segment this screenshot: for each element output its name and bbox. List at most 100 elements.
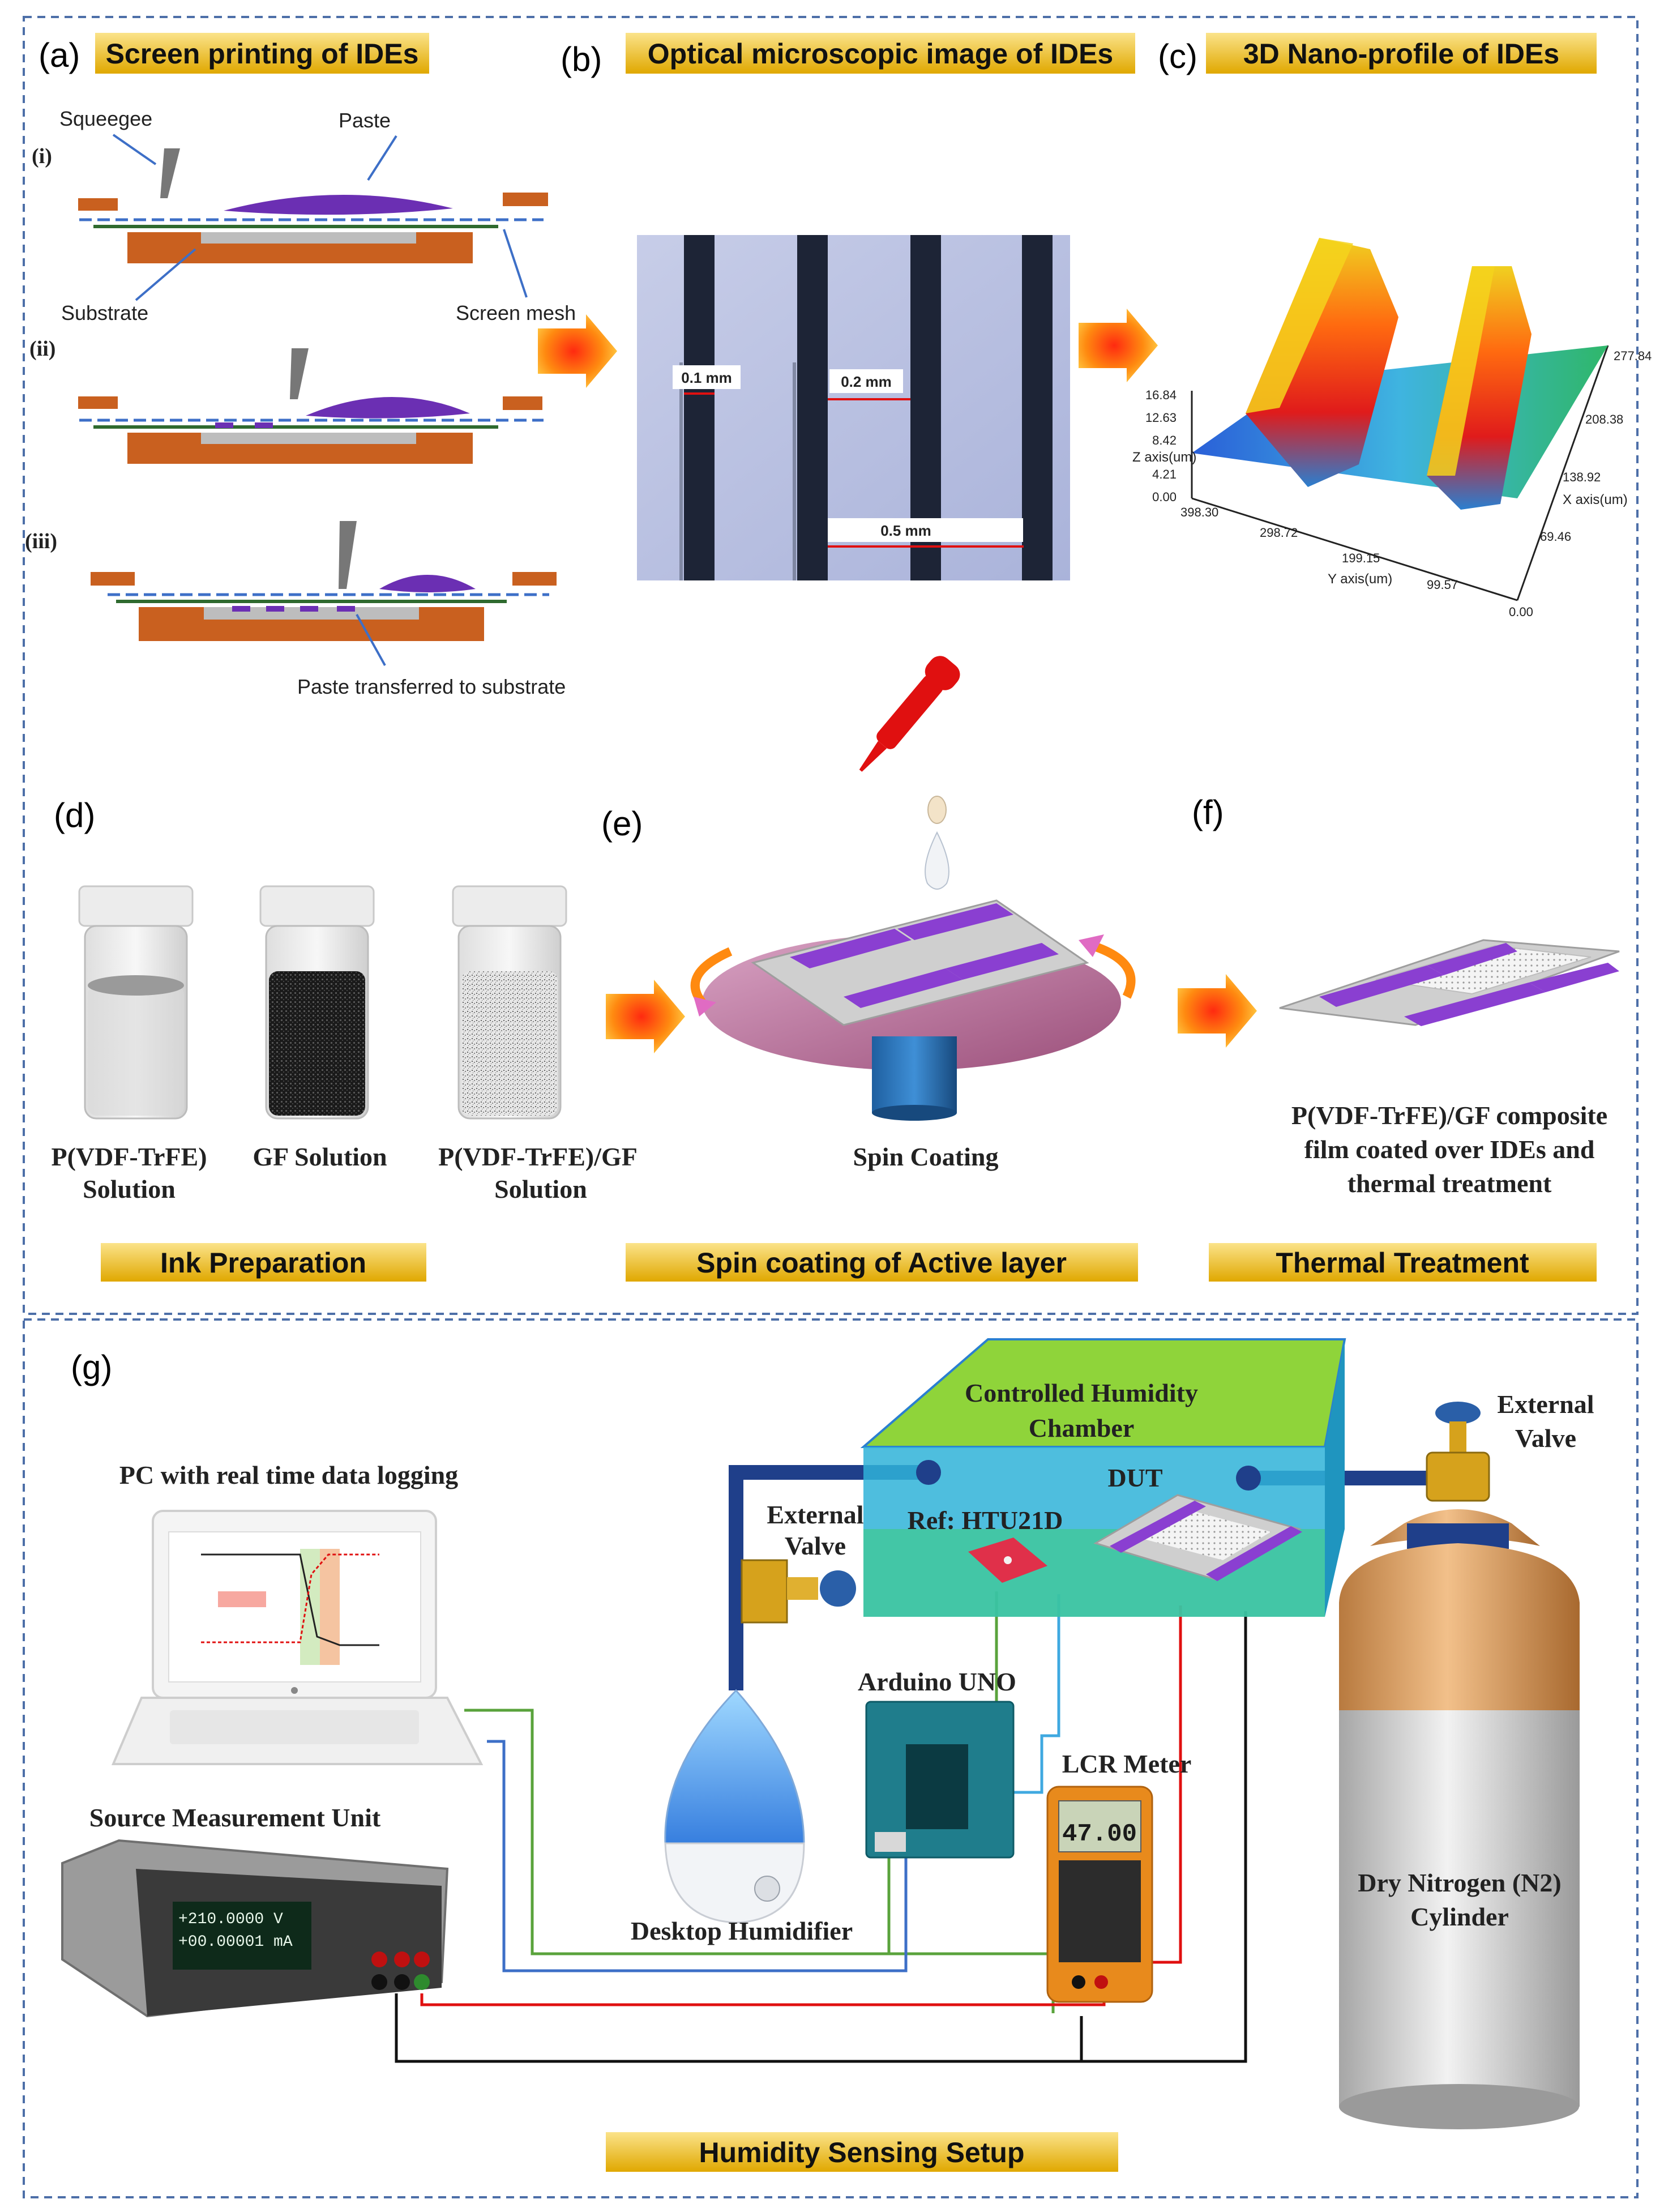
squeegee-iii [339, 521, 357, 589]
valve-right-body [1426, 1451, 1490, 1502]
rotate-arrow-right [1091, 941, 1136, 999]
electrode-edge-1 [679, 362, 683, 580]
scale-label-1: 0.1 mm [681, 369, 732, 386]
vial-3-liquid [461, 971, 558, 1116]
thermal-caption-l2: film coated over IDEs and [1304, 1135, 1595, 1164]
spindle-base [872, 1105, 957, 1121]
lcr-label: LCR Meter [1062, 1749, 1192, 1778]
x-axis-label: X axis(um) [1563, 492, 1628, 507]
vial-2 [259, 885, 375, 1120]
ridge-1-top [1246, 238, 1353, 413]
hp-logo-icon [291, 1687, 298, 1694]
y-tick-4: 0.00 [1509, 605, 1533, 619]
panel-a-label: (a) [39, 36, 80, 74]
squeegee-ii [290, 348, 309, 399]
smu-terminal-red-1 [371, 1951, 387, 1967]
vial-1-cap [78, 885, 194, 927]
z-tick-0: 16.84 [1145, 388, 1177, 402]
axis-x [1516, 345, 1609, 601]
vial-3-cap [452, 885, 567, 927]
smu-current: +00.00001 mA [178, 1933, 293, 1951]
paste-blob-iii [379, 575, 476, 592]
paste-print-1-ii [215, 422, 233, 428]
panel-d: (d) P(VDF-TrFE) Solution GF Solution P(V… [51, 796, 638, 1282]
arrow-a-to-b [538, 314, 617, 388]
paste-blob-ii [306, 396, 470, 419]
y-tick-2: 199.15 [1342, 551, 1380, 565]
vial-1-caption-l1: P(VDF-TrFE) [51, 1142, 207, 1171]
spin-substrate [751, 899, 1089, 1026]
panel-d-banner [101, 1243, 426, 1282]
arrow-b-to-c [1079, 309, 1158, 382]
panel-f: (f) P(VDF-TrFE)/GF composite film coated… [1192, 793, 1620, 1282]
drop-2 [925, 831, 949, 890]
x-tick-2: 138.92 [1563, 470, 1601, 484]
paste-print-2-ii [255, 422, 273, 428]
step-iii: (iii) [25, 529, 57, 553]
paste-print-1-iii [232, 606, 250, 612]
laptop-screen [168, 1531, 421, 1683]
electrode-line-4 [1022, 235, 1053, 580]
scale-label-2: 0.2 mm [841, 373, 892, 390]
z-axis-label: Z axis(um) [1132, 450, 1196, 465]
panel-e: (e) Spin Coating Spin coating of Active … [601, 656, 1138, 1282]
chamber-label-l1: Controlled Humidity [965, 1378, 1198, 1407]
laptop-keyboard [170, 1710, 419, 1744]
arduino-label: Arduino UNO [858, 1667, 1016, 1696]
squeegee-label: Squeegee [59, 107, 152, 130]
frame-top [23, 16, 1639, 1315]
valve-right-l2: Valve [1515, 1424, 1576, 1453]
vial-2-liquid [269, 971, 365, 1116]
x-tick-1: 208.38 [1585, 412, 1623, 426]
spin-caption: Spin Coating [853, 1142, 999, 1171]
arduino-usb [875, 1832, 906, 1852]
arduino-chip [906, 1744, 968, 1829]
panel-g: (g) PC with real time data logging Sourc… [61, 1338, 1594, 2172]
transferred-label: Paste transferred to substrate [297, 675, 566, 698]
frame-right-iii [512, 572, 557, 586]
chamber-port-left [916, 1460, 941, 1485]
spin-electrode-2 [897, 903, 1013, 940]
plot-band-orange [320, 1549, 340, 1665]
panel-b-banner-text: Optical microscopic image of IDEs [648, 38, 1113, 70]
wire-blue [487, 1740, 908, 1972]
vial-2-caption-l1: GF Solution [253, 1142, 387, 1171]
substrate-label: Substrate [61, 301, 148, 324]
frame-left-ii [78, 396, 118, 409]
panel-d-label: (d) [54, 796, 95, 834]
rotate-arrowhead-left [694, 997, 716, 1017]
arrow-e-to-f [1178, 974, 1257, 1048]
cylinder-body [1339, 1710, 1580, 2107]
panel-c-banner [1206, 33, 1597, 74]
ridge-2-top [1427, 266, 1495, 476]
z-tick-3: 4.21 [1152, 467, 1177, 481]
plot-series-1 [201, 1553, 379, 1646]
vial-3-caption-l2: Solution [494, 1175, 587, 1203]
x-tick-0: 277.84 [1614, 349, 1652, 363]
rotate-arrow-left [690, 947, 733, 1005]
smu-voltage: +210.0000 V [178, 1911, 283, 1928]
vial-1-liquid [88, 985, 184, 1116]
smu-label: Source Measurement Unit [89, 1803, 381, 1832]
panel-a-banner [95, 33, 429, 74]
screen-mesh-pointer [503, 229, 528, 298]
panel-b: (b) Optical microscopic image of IDEs 0.… [561, 33, 1135, 580]
drop-1 [927, 796, 947, 824]
cylinder-base [1339, 2084, 1579, 2129]
spin-spindle [872, 1036, 957, 1113]
thermal-electrode-4 [1529, 963, 1619, 992]
wire-black-1 [395, 1993, 1083, 2063]
smu-display [173, 1902, 311, 1970]
dut-label: DUT [1107, 1463, 1162, 1492]
lcr-terminal-1 [1072, 1975, 1085, 1989]
arrow-d-to-e [606, 980, 685, 1053]
spin-electrode-4 [946, 943, 1059, 980]
valve-right-l1: External [1497, 1390, 1594, 1419]
substrate-pointer [135, 248, 196, 301]
frame-right-i [503, 193, 548, 206]
paste-print-3-iii [300, 606, 318, 612]
frame-left-i [78, 198, 118, 211]
lcr-readout: 47.00 [1062, 1820, 1137, 1848]
panel-c: (c) 3D Nano-profile of IDEs 16.84 12.63 … [1132, 33, 1652, 619]
